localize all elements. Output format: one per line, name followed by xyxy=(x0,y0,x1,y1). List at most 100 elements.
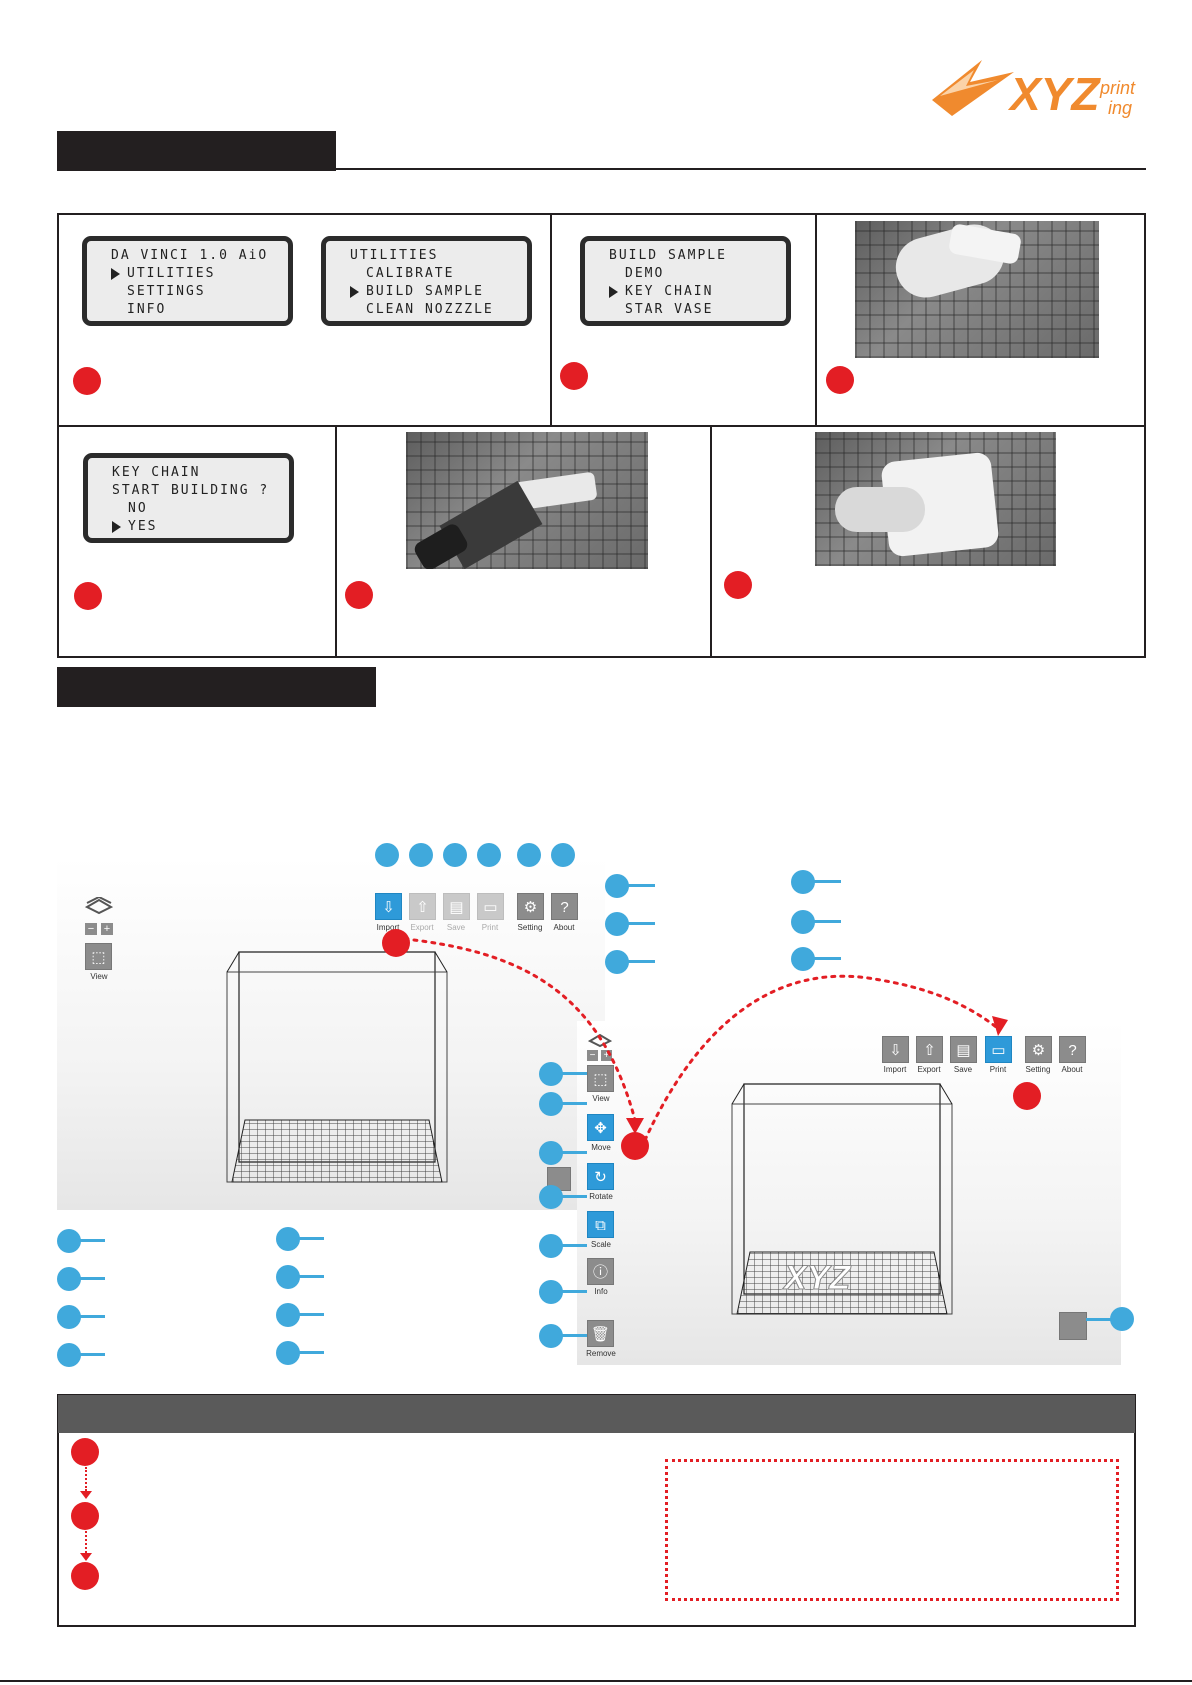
step-marker xyxy=(71,1562,99,1590)
import-button[interactable]: ⇩ xyxy=(882,1036,909,1063)
export-icon: ⇧ xyxy=(923,1042,936,1059)
view-button[interactable]: ⬚ xyxy=(85,943,112,970)
move-button[interactable]: ✥ xyxy=(587,1114,614,1141)
section-header-bar-2 xyxy=(57,667,376,707)
lcd-line: UTILITIES xyxy=(350,248,439,263)
view-cube-icon: ⬚ xyxy=(593,1071,608,1088)
step-marker xyxy=(74,582,102,610)
selection-pointer-icon xyxy=(111,268,120,280)
zoom-in-icon[interactable]: + xyxy=(101,923,113,935)
step-marker xyxy=(621,1132,649,1160)
remove-label: Remove xyxy=(586,1349,616,1358)
print-icon: ▭ xyxy=(991,1042,1006,1059)
zoom-in-icon[interactable]: + xyxy=(601,1050,612,1061)
remove-button[interactable]: 🗑 xyxy=(587,1320,614,1347)
software-window-left: − + ⬚ View ⇩ Import ⇧ Export ▤ Save ▭ Pr… xyxy=(57,857,605,1210)
save-label: Save xyxy=(953,1065,973,1074)
about-label: About xyxy=(1061,1065,1083,1074)
setting-icon: ⚙ xyxy=(523,899,538,916)
print-icon: ▭ xyxy=(483,899,498,916)
about-button[interactable]: ? xyxy=(551,893,578,920)
procedure-box-header xyxy=(58,1395,1135,1433)
export-icon: ⇧ xyxy=(416,899,429,916)
save-icon: ▤ xyxy=(956,1042,971,1059)
section-divider-1 xyxy=(336,168,1146,170)
lcd-line: DEMO xyxy=(625,266,665,281)
lcd-line: START BUILDING ? xyxy=(112,483,270,498)
step-marker xyxy=(71,1438,99,1466)
print-button[interactable]: ▭ xyxy=(985,1036,1012,1063)
print-label: Print xyxy=(481,923,499,932)
step-marker xyxy=(382,929,410,957)
export-button[interactable]: ⇧ xyxy=(409,893,436,920)
lcd-line-selected: KEY CHAIN xyxy=(625,284,714,299)
export-label: Export xyxy=(410,923,434,932)
remove-icon: 🗑 xyxy=(590,1326,611,1343)
lcd-line: NO xyxy=(128,501,148,516)
step-marker xyxy=(724,571,752,599)
rotate-button[interactable]: ↻ xyxy=(587,1163,614,1190)
info-button[interactable]: ⓘ xyxy=(587,1258,614,1285)
about-button[interactable]: ? xyxy=(1059,1036,1086,1063)
lcd-line: CLEAN NOZZZLE xyxy=(366,302,494,317)
rotate-label: Rotate xyxy=(589,1192,613,1201)
import-label: Import xyxy=(376,923,400,932)
svg-text:XYZ: XYZ xyxy=(1007,68,1101,120)
view-button[interactable]: ⬚ xyxy=(587,1065,614,1092)
setting-button[interactable]: ⚙ xyxy=(517,893,544,920)
callout-marker xyxy=(375,843,399,867)
callout-marker xyxy=(477,843,501,867)
software-window-right: ⇩ Import ⇧ Export ▤ Save ▭ Print ⚙ Setti… xyxy=(577,1021,1121,1365)
lcd-line-selected: BUILD SAMPLE xyxy=(366,284,484,299)
lcd-utilities-menu: UTILITIES CALIBRATE BUILD SAMPLE CLEAN N… xyxy=(321,236,532,326)
photo-remove-print xyxy=(406,432,648,569)
lcd-line: KEY CHAIN xyxy=(112,465,201,480)
callout-marker xyxy=(517,843,541,867)
import-button[interactable]: ⇩ xyxy=(375,893,402,920)
step-marker xyxy=(1013,1082,1041,1110)
svg-text:print: print xyxy=(1099,78,1136,98)
selection-pointer-icon xyxy=(112,521,121,533)
info-label: Info xyxy=(594,1287,608,1296)
step-marker xyxy=(73,367,101,395)
zoom-out-icon[interactable]: − xyxy=(85,923,97,935)
zoom-out-icon[interactable]: − xyxy=(587,1050,598,1061)
setting-icon: ⚙ xyxy=(1031,1042,1046,1059)
photo-clean-platform xyxy=(815,432,1056,566)
build-volume-right: XYZ xyxy=(731,1083,953,1315)
lcd-line: CALIBRATE xyxy=(366,266,455,281)
callout-marker xyxy=(443,843,467,867)
setting-button[interactable]: ⚙ xyxy=(1025,1036,1052,1063)
build-volume-left xyxy=(226,951,448,1183)
move-label: Move xyxy=(591,1143,611,1152)
about-icon: ? xyxy=(560,899,569,916)
lcd-line: INFO xyxy=(127,302,167,317)
lcd-line: DA VINCI 1.0 AiO xyxy=(111,248,269,263)
note-box xyxy=(665,1459,1119,1601)
lcd-line: STAR VASE xyxy=(625,302,714,317)
move-icon: ✥ xyxy=(594,1120,607,1137)
about-icon: ? xyxy=(1068,1042,1077,1059)
lcd-line: BUILD SAMPLE xyxy=(609,248,727,263)
scale-button[interactable]: ⧉ xyxy=(587,1211,614,1238)
xyz-logo-icon: XYZ print ing xyxy=(922,52,1144,132)
print-icon[interactable] xyxy=(1059,1312,1087,1340)
section-header-bar-1 xyxy=(57,131,336,171)
info-icon: ⓘ xyxy=(592,1264,608,1281)
save-button[interactable]: ▤ xyxy=(443,893,470,920)
callout-marker xyxy=(551,843,575,867)
export-button[interactable]: ⇧ xyxy=(916,1036,943,1063)
print-button[interactable]: ▭ xyxy=(477,893,504,920)
step-marker xyxy=(71,1502,99,1530)
import-icon: ⇩ xyxy=(889,1042,902,1059)
save-icon: ▤ xyxy=(449,899,464,916)
svg-text:XYZ: XYZ xyxy=(782,1259,851,1297)
save-button[interactable]: ▤ xyxy=(950,1036,977,1063)
rotate-icon: ↻ xyxy=(594,1169,607,1186)
lcd-key-chain-menu: KEY CHAIN START BUILDING ? NO YES xyxy=(83,453,294,543)
lcd-line-selected: YES xyxy=(128,519,158,534)
step-marker xyxy=(560,362,588,390)
callout-marker xyxy=(1110,1307,1134,1331)
step-marker xyxy=(345,581,373,609)
svg-text:ing: ing xyxy=(1108,98,1132,118)
